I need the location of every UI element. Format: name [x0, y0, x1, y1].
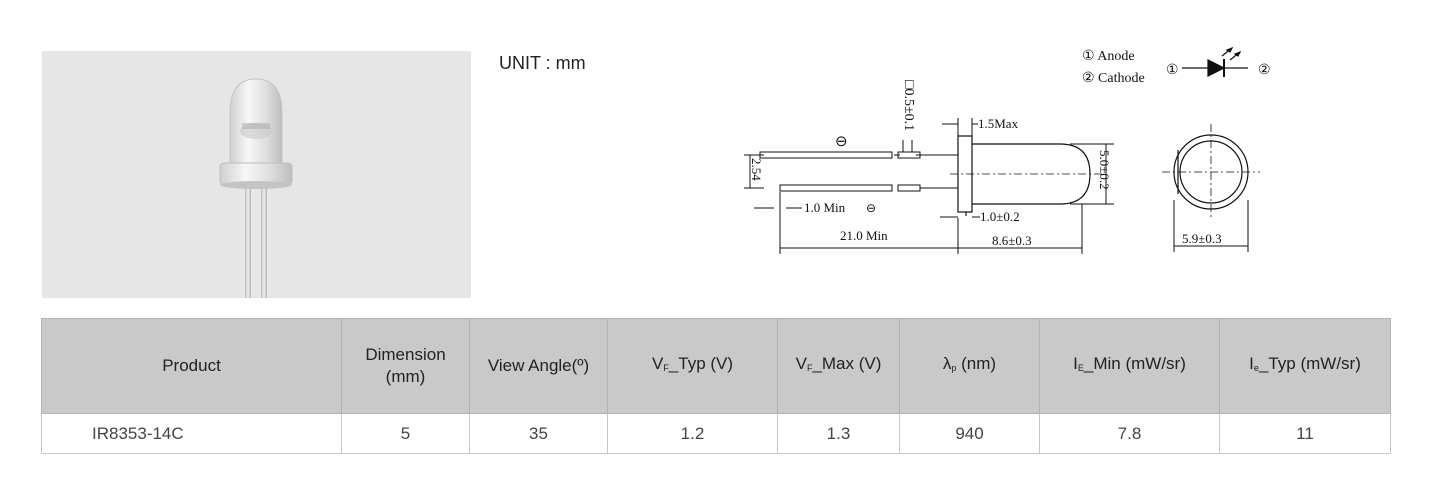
symbol-pin2: ② — [1258, 63, 1271, 78]
lead-length-label: 21.0 Min — [840, 228, 888, 243]
unit-label: UNIT : mm — [499, 53, 586, 73]
header-vf-typ: VF_Typ (V) — [607, 318, 778, 414]
lead-min-mark: ⊖ — [866, 201, 876, 215]
legend-anode: ① Anode — [1082, 49, 1135, 64]
dimension-drawing: ① Anode ② Cathode ① ② □0.5±0.1 ⊖ 2.54 — [744, 46, 1271, 254]
header-vf-max: VF_Max (V) — [777, 318, 900, 414]
header-ie-min: IE_Min (mW/sr) — [1039, 318, 1220, 414]
header-product: Product — [41, 318, 342, 414]
cell-vf-typ: 1.2 — [607, 413, 778, 454]
table-header-row: Product Dimension (mm) View Angle(º) VF_… — [41, 318, 1391, 414]
cell-view-angle: 35 — [469, 413, 608, 454]
lead-min-label: 1.0 Min — [804, 200, 846, 215]
cell-ie-typ: 11 — [1219, 413, 1391, 454]
cell-vf-max: 1.3 — [777, 413, 900, 454]
header-view-angle: View Angle(º) — [469, 318, 608, 414]
product-photo — [42, 51, 471, 298]
symbol-pin1: ① — [1166, 63, 1179, 78]
header-lambda-p: λp (nm) — [899, 318, 1040, 414]
minus-mark: ⊖ — [835, 134, 848, 150]
flange-diameter-label: 5.9±0.3 — [1182, 231, 1222, 246]
cell-lambda-p: 940 — [899, 413, 1040, 454]
cell-dimension: 5 — [341, 413, 470, 454]
led-symbol-icon — [1182, 46, 1248, 77]
led-image — [219, 78, 293, 298]
flange-thickness-label: 1.0±0.2 — [980, 209, 1020, 224]
lead-square-label: □0.5±0.1 — [901, 80, 916, 131]
leads — [759, 151, 958, 192]
header-ie-typ: Ie_Typ (mW/sr) — [1219, 318, 1391, 414]
body-length-label: 8.6±0.3 — [992, 233, 1032, 248]
flange-max-label: 1.5Max — [978, 116, 1019, 131]
table-row: IR8353-14C 5 35 1.2 1.3 940 7.8 11 — [41, 413, 1391, 454]
pitch-label: 2.54 — [749, 158, 764, 181]
cell-ie-min: 7.8 — [1039, 413, 1220, 454]
diameter-label: 5.0±0.2 — [1097, 150, 1112, 190]
spec-table: Product Dimension (mm) View Angle(º) VF_… — [41, 318, 1391, 454]
header-dimension: Dimension (mm) — [341, 318, 470, 414]
legend-cathode: ② Cathode — [1082, 71, 1145, 86]
cell-product: IR8353-14C — [41, 413, 342, 454]
